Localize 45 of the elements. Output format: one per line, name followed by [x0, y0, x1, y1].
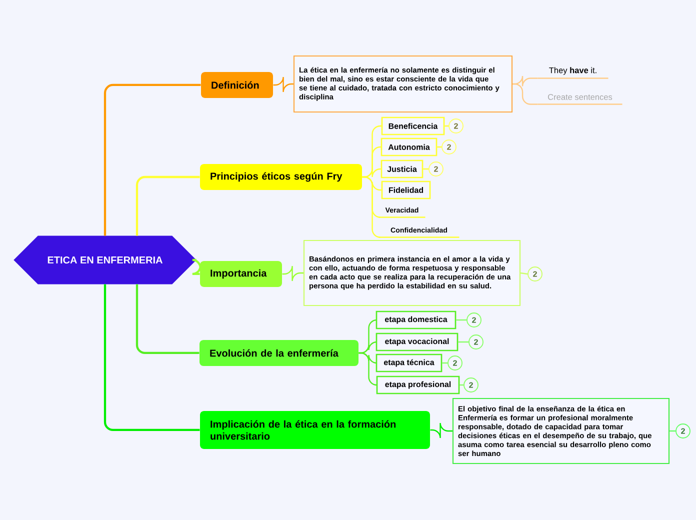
- connector-line: [460, 384, 464, 386]
- subtopic-box: etapa técnica: [376, 354, 442, 372]
- connector-line: [442, 362, 448, 364]
- connector-line: [512, 83, 538, 105]
- connector-line: [423, 168, 429, 170]
- connector-line: [358, 352, 378, 386]
- subtopic-box: etapa profesional: [376, 376, 460, 394]
- connector-line: [136, 284, 200, 354]
- placeholder-text: Create sentences: [538, 94, 622, 105]
- collapse-count: 2: [428, 162, 444, 176]
- connector-line: [430, 422, 452, 439]
- collapse-count: 2: [464, 378, 478, 392]
- central-topic: ETICA EN ENFERMERIA: [14, 236, 196, 284]
- topic-box: Evolución de la enfermería: [200, 340, 358, 366]
- topic-box: Definición: [201, 72, 273, 98]
- subtopic-box: Justicia: [380, 160, 424, 178]
- connector-line: [458, 341, 469, 343]
- collapse-count: 2: [528, 266, 542, 282]
- subtopic-box: Fidelidad: [381, 180, 431, 200]
- collapse-count: 2: [676, 424, 690, 438]
- collapse-count: 2: [448, 356, 462, 370]
- connector-line: [191, 258, 202, 276]
- topic-box: Importancia: [200, 261, 282, 287]
- topic-box: Principios éticos según Fry: [200, 164, 362, 190]
- connector-line: [437, 146, 442, 148]
- connector-line: [104, 84, 201, 236]
- connector-line: [282, 265, 304, 282]
- connector-line: [456, 319, 467, 321]
- connector-line: [104, 284, 200, 432]
- connector-line: [670, 430, 676, 432]
- subtopic-box: Beneficencia: [381, 116, 445, 136]
- collapse-count: 2: [442, 140, 456, 154]
- collapse-count: 2: [468, 334, 484, 350]
- connector-line: [362, 176, 381, 238]
- collapse-count: 2: [448, 118, 464, 134]
- subtopic-box: etapa domestica: [376, 310, 456, 330]
- collapse-count: 2: [466, 312, 482, 328]
- connector-line: [273, 76, 294, 93]
- connector-line: [444, 125, 449, 127]
- connector-line: [136, 176, 200, 236]
- topic-box: Implicación de la ética en la formación universitario: [200, 411, 430, 449]
- subtopic-box: etapa vocacional: [376, 332, 458, 352]
- subtopic-box: Autonomia: [380, 138, 438, 156]
- connector-line: [520, 272, 528, 275]
- text-item: They have it.: [538, 67, 608, 79]
